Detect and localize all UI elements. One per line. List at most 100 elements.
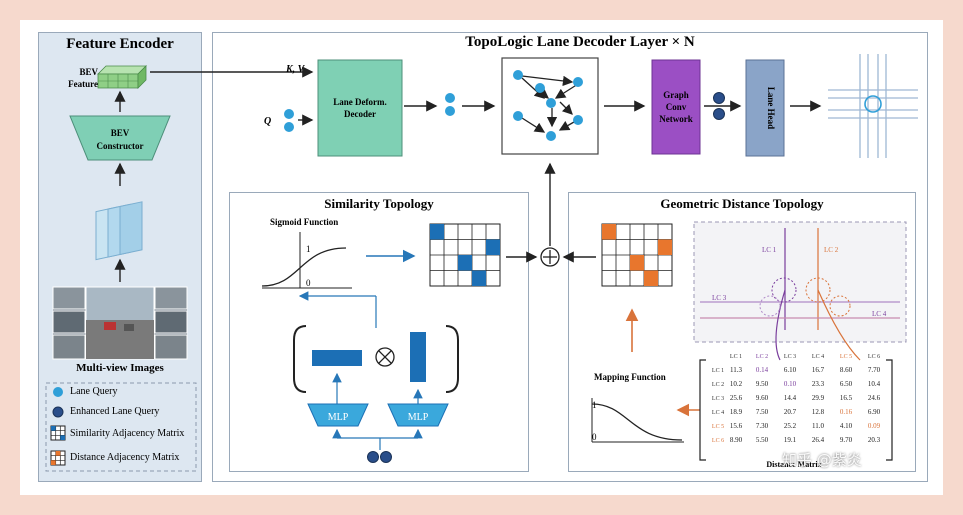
distance-matrix-row-header: LC 3	[712, 396, 724, 402]
distance-matrix-row-header: LC 2	[712, 382, 724, 388]
distance-matrix-cell: 25.2	[784, 422, 797, 430]
distance-matrix-cell: 24.6	[868, 394, 881, 402]
mlp-right-trapezoid	[387, 403, 449, 427]
distance-matrix-cell: 6.10	[784, 366, 797, 374]
distance-matrix-cell: 12.8	[812, 408, 825, 416]
distance-matrix-cell: 14.4	[784, 394, 797, 402]
distance-matrix-col-header: LC 3	[784, 354, 796, 360]
distance-matrix-icon	[50, 450, 66, 466]
lane-deform-decoder-box	[317, 59, 403, 157]
enhanced-query-dot-1	[713, 92, 725, 104]
lane-centerlines	[700, 228, 900, 361]
lane-deform-label-line2: Decoder	[344, 109, 376, 119]
bev-feature-grid-icon	[97, 65, 147, 89]
graph-conv-label-line2: Conv	[666, 102, 687, 112]
distance-matrix-cell: 6.90	[868, 408, 881, 416]
legend-similarity-matrix-label: Similarity Adjacency Matrix	[70, 428, 185, 439]
distance-matrix-cell: 0.16	[840, 408, 853, 416]
decoder-title: TopoLogic Lane Decoder Layer × N	[465, 34, 695, 50]
distance-matrix-cell: 18.9	[730, 408, 743, 416]
legend-lane-query-label: Lane Query	[70, 386, 118, 397]
distance-matrix-row-header: LC 4	[712, 410, 724, 416]
kv-label: K, V	[285, 64, 306, 75]
similarity-adjacency-matrix	[429, 223, 501, 287]
multiview-images-label: Multi-view Images	[76, 362, 164, 374]
distance-matrix-cell: 9.70	[840, 436, 853, 444]
sigmoid-axis-zero: 0	[306, 278, 311, 288]
lane-label-lc4: LC 4	[872, 310, 887, 318]
distance-matrix-cell: 0.10	[784, 380, 797, 388]
geometric-title: Geometric Distance Topology	[660, 196, 824, 211]
multi-view-images-photo	[52, 286, 188, 360]
lane-deform-label-line1: Lane Deform.	[333, 97, 387, 107]
distance-matrix-cell: 11.0	[812, 422, 824, 430]
distance-matrix-cell: 19.1	[784, 436, 797, 444]
distance-matrix-cell: 26.4	[812, 436, 825, 444]
query-vector-horizontal	[312, 350, 362, 366]
sigmoid-axis-one: 1	[306, 244, 311, 254]
bev-constructor-label-line2: Constructor	[97, 141, 144, 151]
input-query-dot-1	[367, 451, 379, 463]
legend-enhanced-query-label: Enhanced Lane Query	[70, 406, 160, 417]
lane-query-icon	[53, 387, 63, 397]
distance-matrix-cell: 20.3	[868, 436, 881, 444]
enhanced-lane-query-icon	[52, 406, 64, 418]
watermark: 知乎 @紫炎	[782, 451, 862, 469]
distance-matrix-cell: 9.50	[756, 380, 769, 388]
lane-label-lc2: LC 2	[824, 246, 839, 254]
bev-feature-label-line1: BEV	[79, 67, 98, 77]
distance-matrix-col-header: LC 1	[730, 354, 742, 360]
distance-matrix-cell: 4.10	[840, 422, 853, 430]
distance-matrix-cell: 0.14	[756, 366, 769, 374]
lane-query-dot-2	[284, 122, 294, 132]
distance-matrix-cell: 11.3	[730, 366, 742, 374]
query-graph	[521, 75, 579, 133]
distance-matrix-cell: 5.50	[756, 436, 769, 444]
distance-matrix-cell: 25.6	[730, 394, 743, 402]
lane-label-lc3: LC 3	[712, 294, 727, 302]
mapping-axis-zero: 0	[592, 432, 597, 442]
distance-matrix-cell: 9.60	[756, 394, 769, 402]
distance-matrix-col-header: LC 2	[756, 354, 768, 360]
distance-matrix-cell: 15.6	[730, 422, 743, 430]
distance-matrix-row-header: LC 5	[712, 424, 724, 430]
distance-matrix-cell: 8.90	[730, 436, 743, 444]
distance-matrix-col-header: LC 4	[812, 354, 824, 360]
feature-encoder-title: Feature Encoder	[66, 36, 174, 52]
mlp-right-label: MLP	[408, 412, 429, 423]
lane-head-label: Lane Head	[766, 87, 776, 129]
mlp-left-trapezoid	[307, 403, 369, 427]
lane-query-dot-1	[284, 109, 294, 119]
mapping-function-plot	[591, 398, 684, 443]
query-vector-vertical	[410, 332, 426, 382]
distance-matrix-cell: 20.7	[784, 408, 797, 416]
distance-adjacency-matrix	[601, 223, 673, 287]
distance-matrix-cell: 7.30	[756, 422, 769, 430]
distance-matrix-caption: Distance Matrix	[766, 460, 821, 469]
similarity-title: Similarity Topology	[324, 196, 434, 211]
distance-matrix-row-header: LC 6	[712, 438, 724, 444]
bev-constructor-trapezoid	[69, 115, 171, 161]
image-backbone-stack-icon	[95, 201, 143, 261]
distance-matrix-cell: 16.5	[840, 394, 853, 402]
distance-matrix-cell: 16.7	[812, 366, 825, 374]
distance-matrix-col-header: LC 5	[840, 354, 852, 360]
distance-matrix-cell: 29.9	[812, 394, 825, 402]
legend-distance-matrix-label: Distance Adjacency Matrix	[70, 452, 180, 463]
graph-conv-label-line3: Network	[659, 114, 693, 124]
distance-matrix-row-header: LC 1	[712, 368, 724, 374]
mapping-axis-one: 1	[592, 400, 597, 410]
bev-feature-label-line2: Feature	[68, 79, 98, 89]
sigmoid-label: Sigmoid Function	[270, 217, 338, 227]
similarity-matrix-icon	[50, 425, 66, 441]
bev-constructor-label-line1: BEV	[111, 128, 130, 138]
graph-conv-network-box	[651, 59, 701, 155]
enhanced-query-dot-2	[713, 108, 725, 120]
mlp-left-label: MLP	[328, 412, 349, 423]
lane-topology-output-icon	[828, 54, 918, 158]
distance-matrix-cell: 10.2	[730, 380, 743, 388]
query-label: Q	[264, 116, 271, 127]
distance-matrix-cell: 7.70	[868, 366, 881, 374]
